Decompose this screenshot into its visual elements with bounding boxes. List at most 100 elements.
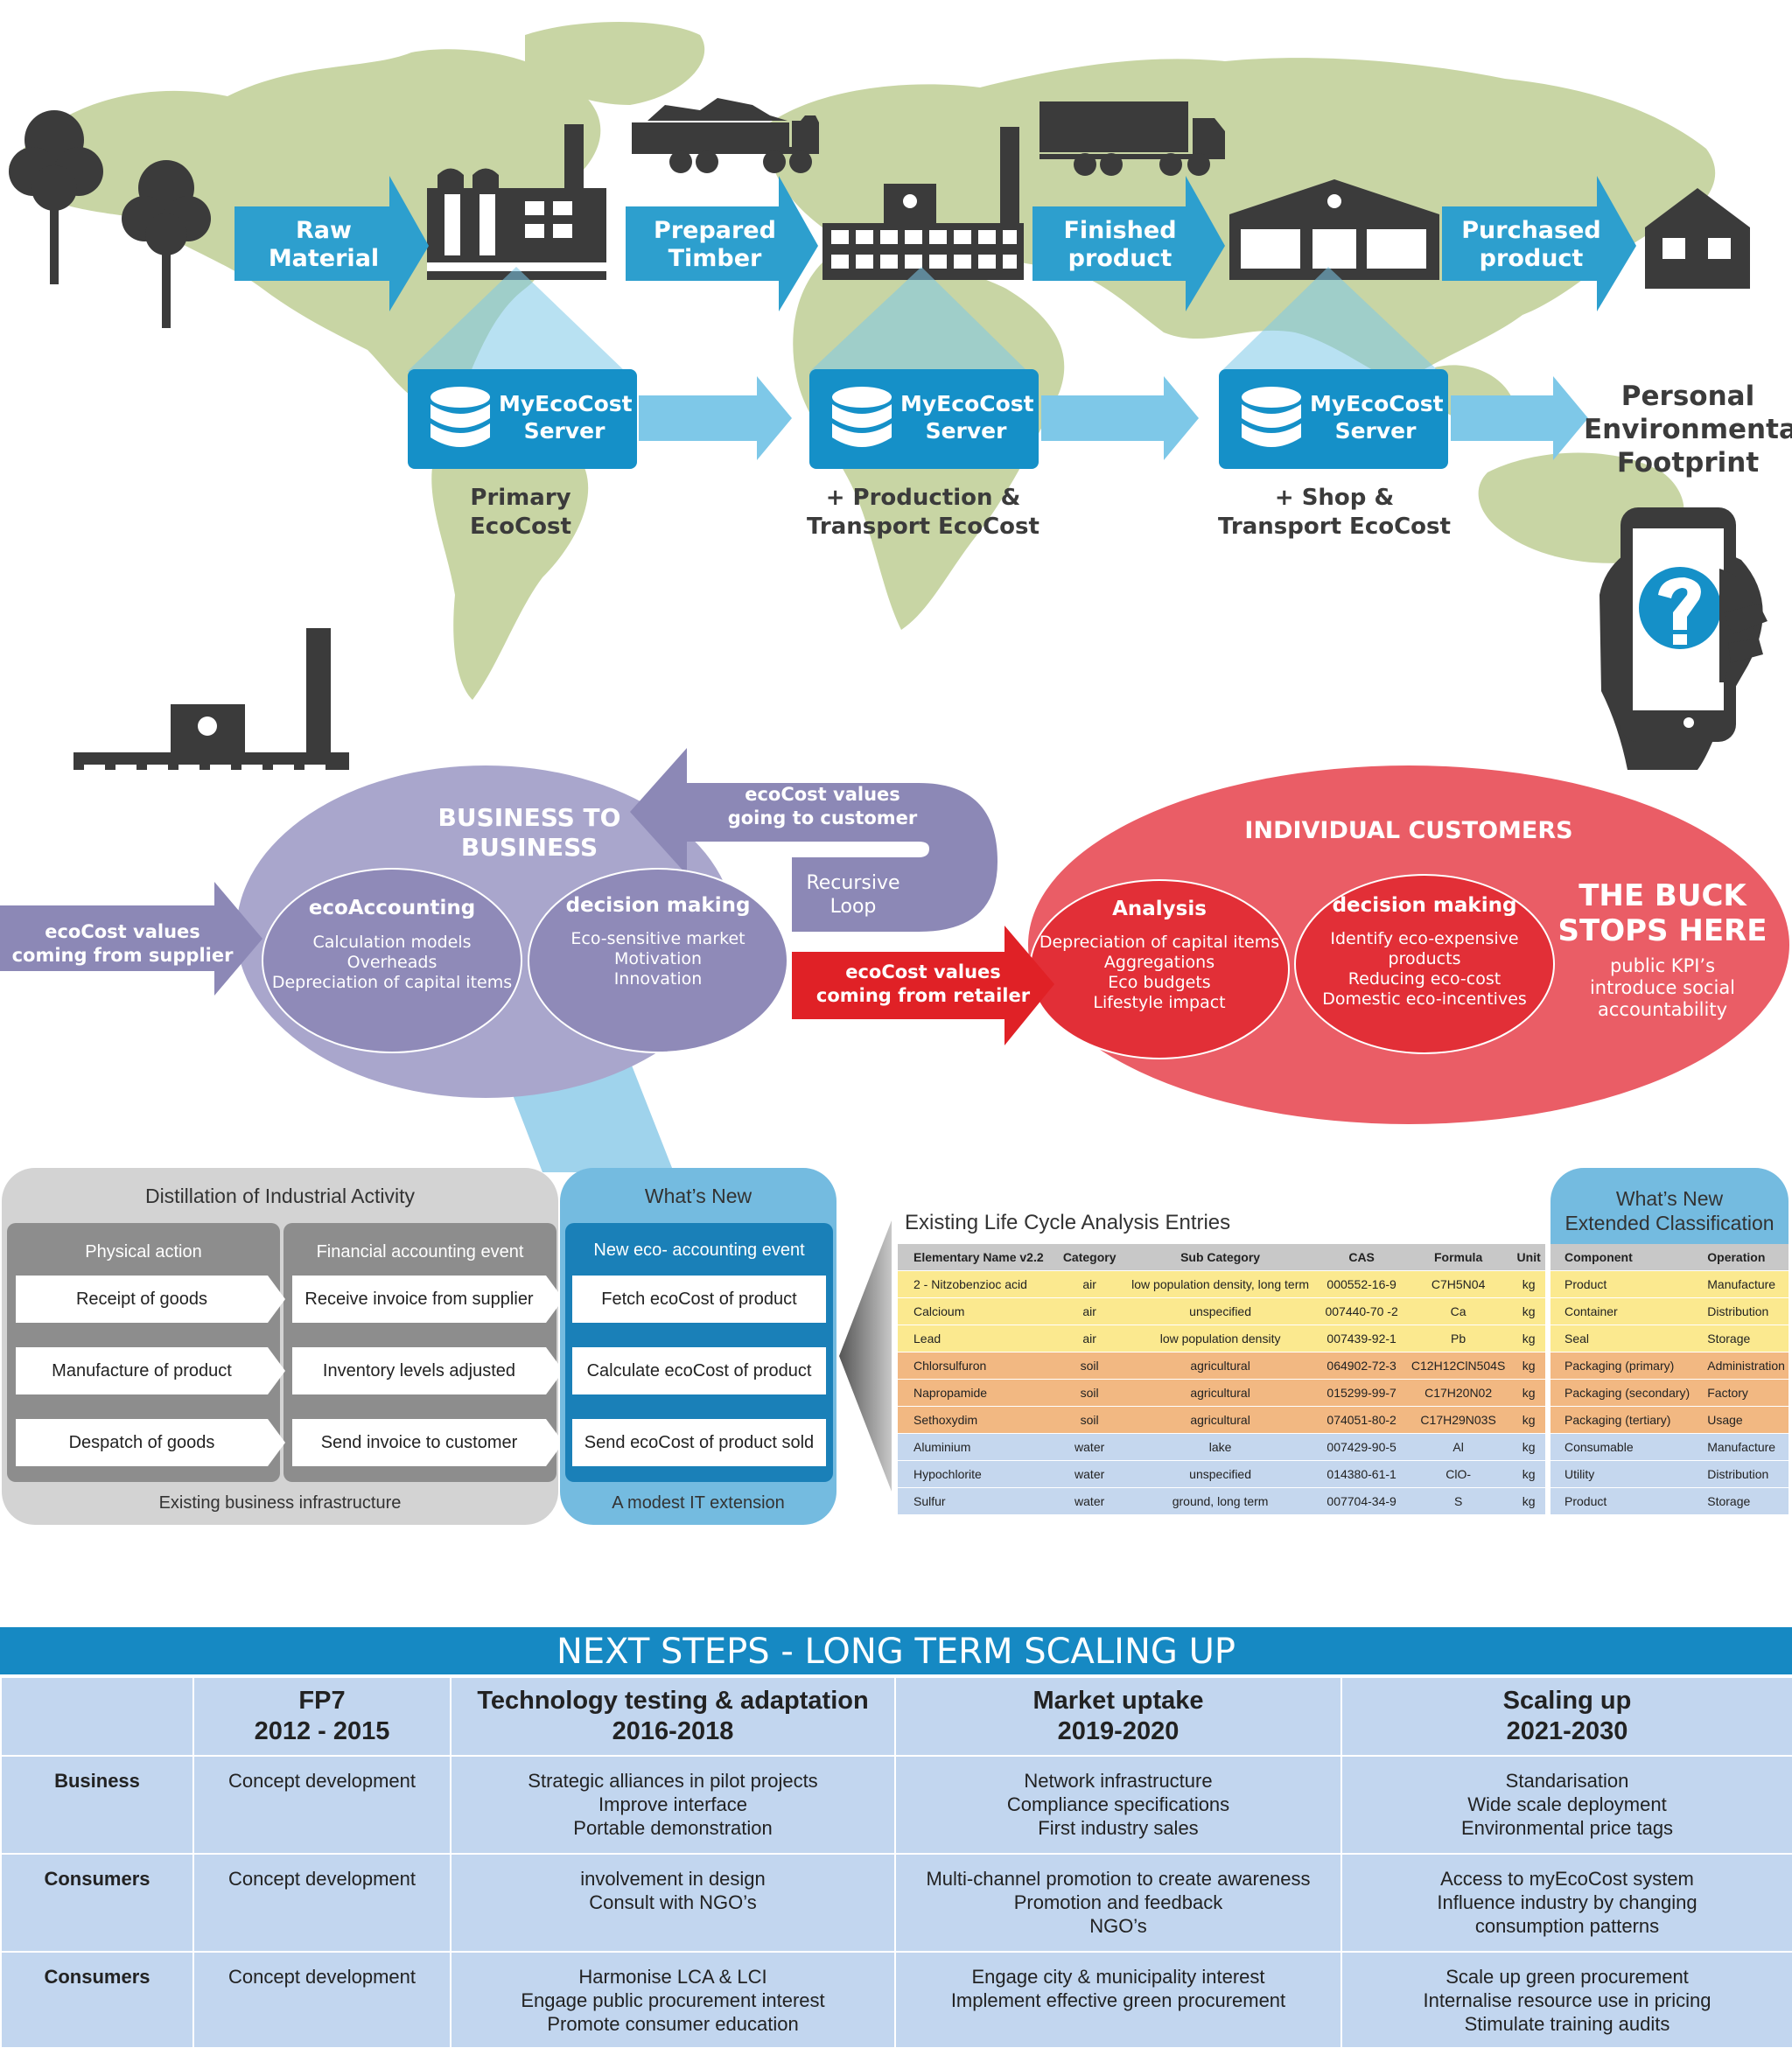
raw-material-arrow: [234, 176, 429, 311]
table-cell: Standarisation Wide scale deployment Env…: [1340, 1755, 1792, 1855]
ext-classification-title: What’s New Extended Classification: [1564, 1187, 1774, 1234]
server-label: MyEcoCost Server: [499, 391, 633, 444]
ext-classification-header-panel: [1550, 1168, 1788, 1247]
buck-subtitle: public KPI’s introduce social accountabi…: [1589, 955, 1736, 1020]
warehouse-icon: [1229, 179, 1439, 280]
stage-label-primary: Primary EcoCost: [470, 485, 571, 540]
lca-cell: agricultural: [1121, 1379, 1320, 1407]
world-map: [9, 22, 1768, 770]
lca-cell: air: [1057, 1270, 1122, 1298]
recursive-loop-arrow: [630, 748, 998, 932]
lca-cell: Al: [1404, 1433, 1513, 1461]
server-link-arrow-2: [1041, 376, 1199, 460]
personal-footprint-label: Personal Environmental Footprint: [1584, 381, 1792, 479]
factory-icon: [822, 127, 1024, 280]
ext-cell: Storage: [1693, 1487, 1788, 1515]
next-steps-corner: [0, 1676, 194, 1757]
ext-row: Packaging (secondary)Factory: [1550, 1379, 1788, 1407]
database-icon: [1242, 387, 1301, 447]
b2b-decision-title: decision making: [565, 894, 751, 917]
prepared-timber-arrow: [626, 176, 818, 311]
lca-cell: unspecified: [1121, 1297, 1320, 1325]
recursive-loop-label: Recursive Loop: [806, 872, 900, 918]
finished-product-arrow: [1032, 176, 1225, 311]
lca-cell: Lead: [898, 1325, 1058, 1353]
database-icon: [430, 387, 490, 447]
financial-event-row: Receive invoice from supplier: [292, 1276, 546, 1323]
lca-cell: ground, long term: [1121, 1487, 1320, 1515]
row-label-business: Business: [0, 1755, 194, 1855]
lca-cell: S: [1404, 1487, 1513, 1515]
lca-cell: C7H5N04: [1404, 1270, 1513, 1298]
lca-cell: air: [1057, 1325, 1122, 1353]
table-cell: Access to myEcoCost system Influence ind…: [1340, 1853, 1792, 1953]
retailer-arrow-label: ecoCost values coming from retailer: [816, 961, 1031, 1006]
ext-cell: Utility: [1550, 1460, 1694, 1488]
lca-cell: soil: [1057, 1379, 1122, 1407]
financial-event-row: Send invoice to customer: [292, 1419, 546, 1466]
table-cell: Network infrastructure Compliance specif…: [894, 1755, 1342, 1855]
financial-event-row: Inventory levels adjusted: [292, 1347, 546, 1394]
arrow-label-prepared-timber: Prepared Timber: [654, 217, 776, 272]
physical-action-header: Physical action: [85, 1242, 202, 1262]
column-header-market: Market uptake 2019-2020: [894, 1676, 1342, 1757]
lca-cell: Calcioum: [898, 1297, 1058, 1325]
ext-cell: Product: [1550, 1270, 1694, 1298]
lca-cell: water: [1057, 1487, 1122, 1515]
lca-cell: unspecified: [1121, 1460, 1320, 1488]
house-icon: [1645, 188, 1750, 289]
lca-column-header: Category: [1057, 1244, 1122, 1271]
to-customer-arrow-label: ecoCost values going to customer: [727, 784, 918, 828]
log-truck-icon: [632, 98, 819, 173]
lca-column-header: Sub Category: [1121, 1244, 1320, 1271]
lca-cell: 074051-80-2: [1319, 1406, 1404, 1434]
lca-cell: Sulfur: [898, 1487, 1058, 1515]
table-cell: Strategic alliances in pilot projects Im…: [450, 1755, 896, 1855]
lca-cell: 000552-16-9: [1319, 1270, 1404, 1298]
table-cell: involvement in design Consult with NGO’s: [450, 1853, 896, 1953]
whats-new-row: Calculate ecoCost of product: [572, 1347, 826, 1394]
ecoaccounting-items: Calculation models Overheads Depreciatio…: [271, 933, 513, 992]
physical-action-row: Receipt of goods: [16, 1276, 268, 1323]
column-header-scaling: Scaling up 2021-2030: [1340, 1676, 1792, 1757]
table-cell: Harmonise LCA & LCI Engage public procur…: [450, 1951, 896, 2049]
lca-cell: air: [1057, 1297, 1122, 1325]
lca-cell: 014380-61-1: [1319, 1460, 1404, 1488]
server-box-production[interactable]: MyEcoCost Server: [809, 369, 1039, 469]
ext-cell: Container: [1550, 1297, 1694, 1325]
lca-cell: C17H29N03S: [1404, 1406, 1513, 1434]
retailer-arrow: [792, 926, 1054, 1045]
stage-label-production: + Production & Transport EcoCost: [807, 485, 1040, 540]
analysis-items: Depreciation of capital items Aggregatio…: [1039, 933, 1280, 1012]
box-truck-icon: [1040, 101, 1225, 176]
south-america-shape: [431, 409, 589, 700]
ext-column-header: Operation: [1693, 1244, 1788, 1271]
customer-decision-ellipse: [1294, 874, 1555, 1054]
lca-column-header: Formula: [1404, 1244, 1513, 1271]
server-box-shop[interactable]: MyEcoCost Server: [1219, 369, 1448, 469]
distillation-title: Distillation of Industrial Activity: [144, 1185, 416, 1207]
lca-cell: 007439-92-1: [1319, 1325, 1404, 1353]
ext-row: Packaging (primary)Administration: [1550, 1352, 1788, 1380]
server-label: MyEcoCost Server: [900, 391, 1034, 444]
lca-cell: 007429-90-5: [1319, 1433, 1404, 1461]
lca-cell: agricultural: [1121, 1352, 1320, 1380]
ecoaccounting-title: ecoAccounting: [308, 897, 476, 919]
lca-cell: Napropamide: [898, 1379, 1058, 1407]
server-box-primary[interactable]: MyEcoCost Server: [408, 369, 637, 469]
lca-cell: kg: [1512, 1270, 1545, 1298]
lca-cell: Chlorsulfuron: [898, 1352, 1058, 1380]
lca-cell: water: [1057, 1460, 1122, 1488]
b2b-decision-ellipse: [528, 868, 788, 1053]
physical-action-row: Despatch of goods: [16, 1419, 268, 1466]
next-steps-title: NEXT STEPS - LONG TERM SCALING UP: [0, 1627, 1792, 1674]
ext-cell: Factory: [1693, 1379, 1788, 1407]
column-header-fp7: FP7 2012 - 2015: [192, 1676, 452, 1757]
